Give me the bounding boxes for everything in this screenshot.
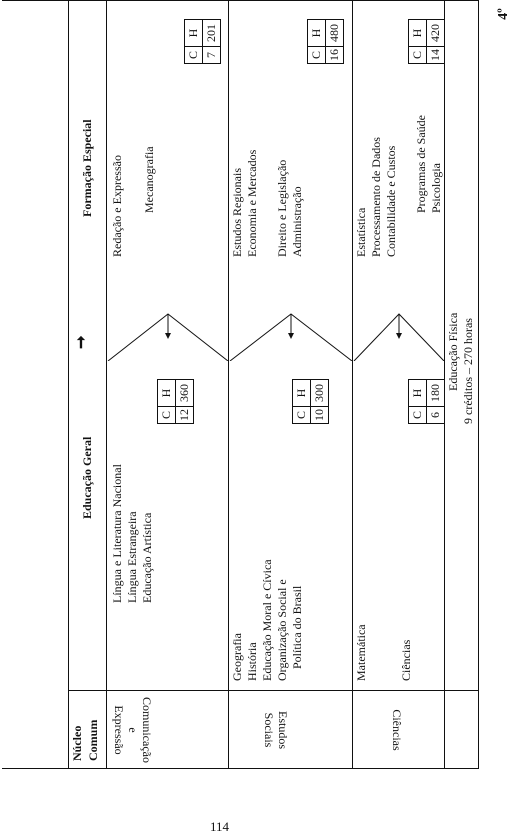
especial-subject: Processamento de Dados	[369, 137, 383, 257]
col-h: H	[408, 19, 427, 47]
credits: 16	[325, 46, 344, 64]
especial-subject: Direito e Legislação	[275, 159, 289, 257]
especial-subject: Estudos Regionais	[230, 168, 244, 257]
geral-subject: Política do Brasil	[290, 585, 304, 669]
col-c: C	[184, 46, 203, 64]
header-nucleo-1: Núcleo	[70, 725, 84, 761]
geral-subject: Educação Moral e Cívica	[260, 559, 274, 681]
header-formacao-especial: Formação Especial	[80, 119, 94, 217]
col-h: H	[292, 379, 311, 407]
geral-subject: Matemática	[354, 624, 368, 681]
geral-subject: Ciências	[399, 639, 413, 681]
header-divider	[106, 0, 107, 769]
especial-subject: Estatística	[354, 207, 368, 257]
geral-subject: Língua Estrangeira	[125, 511, 139, 603]
geral-subject: História	[245, 642, 259, 681]
col-h: H	[157, 379, 176, 407]
frame-right	[2, 0, 479, 1]
footer-creditos-horas: 9 créditos – 270 horas	[461, 318, 475, 424]
col-c: C	[157, 406, 176, 424]
area-label: Ciências	[390, 709, 404, 751]
col-c: C	[307, 46, 326, 64]
hours: 480	[325, 19, 344, 47]
col-h: H	[408, 379, 427, 407]
col-h: H	[307, 19, 326, 47]
branch-arrow-icon	[107, 313, 229, 361]
frame-bottom	[478, 0, 479, 769]
row-divider-1	[228, 0, 229, 769]
header-educacao-geral: Educação Geral	[80, 436, 94, 519]
hours: 201	[202, 19, 221, 47]
page-number: 114	[210, 819, 230, 834]
grade-label: 4º	[495, 8, 511, 20]
especial-subject: Administração	[290, 186, 304, 257]
hours: 360	[175, 379, 194, 407]
col-h: H	[184, 19, 203, 47]
branch-arrow-icon	[229, 313, 353, 361]
col-c: C	[408, 46, 427, 64]
credits: 14	[426, 46, 445, 64]
row-divider-2	[352, 0, 353, 769]
curriculum-table: Núcleo Comum Educação Geral ➞ Formação E…	[2, 0, 482, 769]
geral-subject: Geografia	[230, 633, 244, 681]
hours: 420	[426, 19, 445, 47]
geral-subject: Organização Social e	[275, 579, 289, 681]
geral-subject: Educação Artística	[140, 512, 154, 603]
frame-top	[68, 0, 69, 769]
especial-subject: Mecanografia	[142, 146, 156, 213]
footer-educacao-fisica: Educação Física	[446, 312, 460, 391]
credits: 10	[310, 406, 329, 424]
credits: 12	[175, 406, 194, 424]
credits: 7	[202, 46, 221, 64]
credits: 6	[426, 406, 445, 424]
branch-arrow-icon	[353, 313, 445, 361]
header-arrow-icon: ➞	[73, 335, 90, 349]
especial-subject: Redação e Expressão	[110, 155, 124, 257]
especial-subject: Psicologia	[429, 163, 443, 213]
geral-subject: Língua e Literatura Nacional	[110, 464, 124, 603]
hours: 300	[310, 379, 329, 407]
especial-subject: Contabilidade e Custos	[384, 145, 398, 257]
especial-subject: Economia e Mercados	[245, 149, 259, 257]
hours: 180	[426, 379, 445, 407]
col-c: C	[408, 406, 427, 424]
frame-left	[2, 768, 479, 769]
header-nucleo-2: Comum	[86, 719, 100, 761]
especial-subject: Programas de Saúde	[414, 115, 428, 213]
col-c: C	[292, 406, 311, 424]
